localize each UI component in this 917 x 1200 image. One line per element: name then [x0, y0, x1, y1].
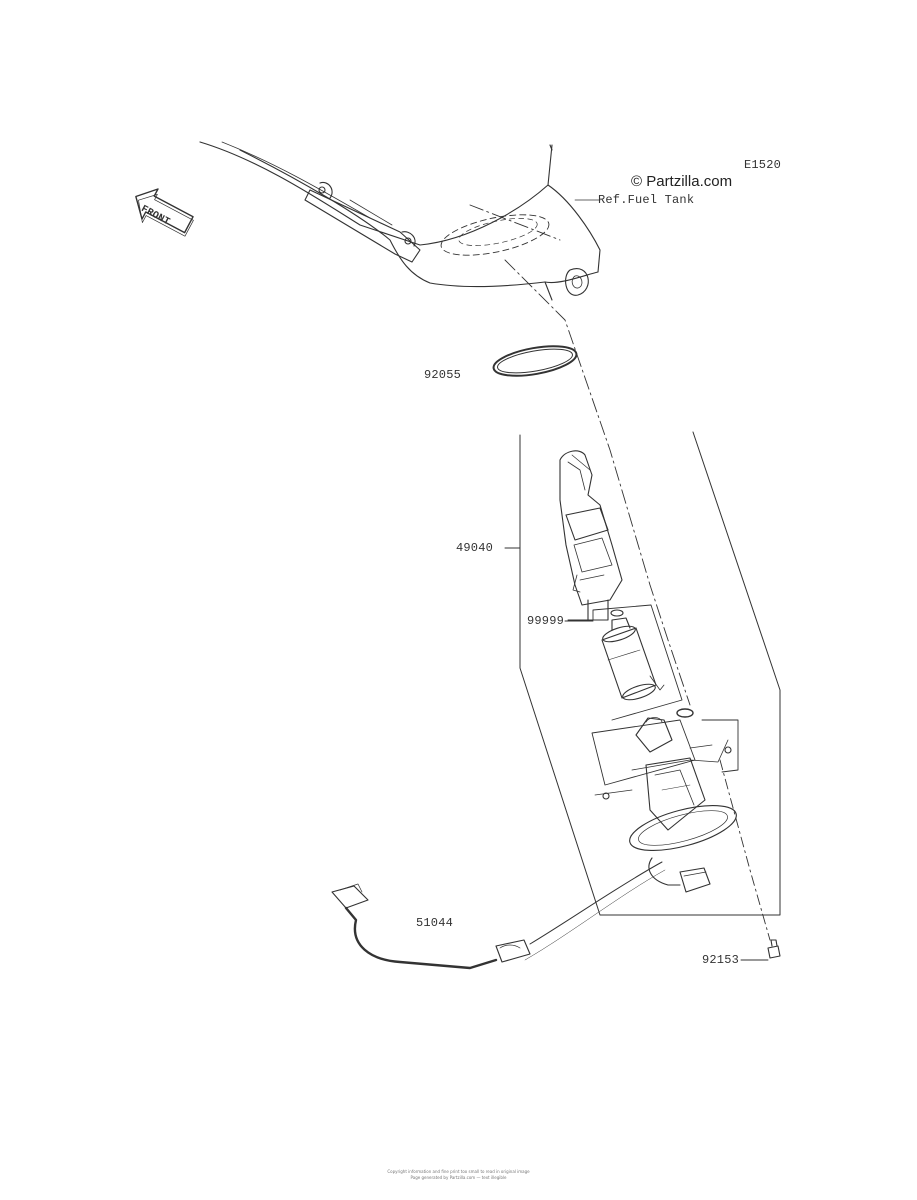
pump-motor [601, 617, 665, 701]
copyright-footer-line1: Copyright information and fine print too… [387, 1169, 530, 1174]
screw-left [602, 792, 610, 800]
diagram-code: E1520 [744, 158, 782, 172]
part-number-49040[interactable]: 49040 [456, 541, 494, 555]
fuel-tank-reference [199, 141, 601, 301]
part-number-99999[interactable]: 99999 [527, 614, 565, 628]
bracket-99999 [567, 604, 683, 721]
filter-seal [676, 708, 694, 718]
part-number-92055[interactable]: 92055 [424, 368, 462, 382]
gasket-ring-92055 [492, 345, 578, 377]
front-direction-arrow [135, 188, 194, 237]
wiring-harness-51044 [331, 861, 666, 970]
assembly-bracket-49040 [519, 431, 781, 916]
center-axis-line [469, 204, 691, 706]
pump-flange-plate [629, 739, 737, 893]
partzilla-watermark: © Partzilla.com [631, 173, 733, 190]
part-number-51044[interactable]: 51044 [416, 916, 454, 930]
screw-right [724, 746, 732, 754]
ref-fuel-tank-label: Ref.Fuel Tank [598, 193, 695, 207]
regulator-cap [635, 717, 673, 753]
copyright-footer-line2: Page generated by Partzilla.com — text i… [410, 1175, 507, 1180]
pump-upper-housing [559, 450, 623, 621]
bolt-92153 [767, 939, 781, 959]
part-number-92153[interactable]: 92153 [702, 953, 740, 967]
small-washer [610, 609, 624, 617]
